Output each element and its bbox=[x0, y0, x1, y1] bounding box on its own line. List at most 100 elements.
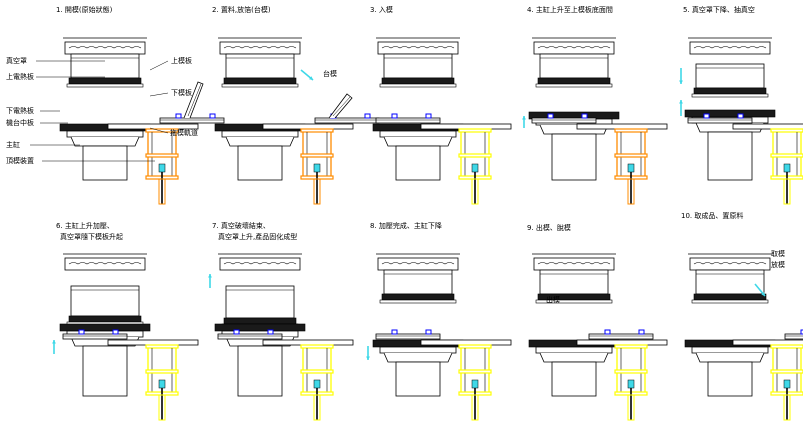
ejector-top-plate bbox=[770, 128, 803, 133]
step-3-caption: 3. 入模 bbox=[370, 6, 393, 14]
housing-wave bbox=[693, 46, 767, 49]
press-panel-6 bbox=[52, 253, 199, 421]
open-lid-inner bbox=[187, 83, 202, 117]
mold-set bbox=[375, 333, 441, 340]
ejector-cylinder bbox=[783, 163, 791, 173]
ejector-cylinder bbox=[627, 379, 635, 389]
ejector-guide bbox=[313, 178, 321, 205]
motion-arrow-1-head bbox=[309, 76, 313, 80]
table-center-plate bbox=[379, 130, 457, 138]
motion-arrow-1-head bbox=[208, 274, 212, 278]
ejector-top-plate bbox=[300, 128, 334, 133]
leader-upper-mold bbox=[149, 60, 169, 71]
vacuum-cover bbox=[539, 53, 609, 79]
upper-heating-plate bbox=[223, 317, 297, 325]
mold-set bbox=[375, 117, 441, 124]
main-cylinder bbox=[707, 131, 753, 181]
ejector-guide bbox=[471, 178, 479, 205]
vacuum-cover bbox=[695, 63, 765, 89]
tray-rail bbox=[262, 123, 354, 130]
ejector-cylinder bbox=[158, 379, 166, 389]
press-panel-4 bbox=[522, 37, 668, 205]
ejector-mid-plate bbox=[145, 369, 179, 374]
main-cylinder bbox=[551, 361, 597, 397]
upper-heating-plate-base bbox=[535, 299, 613, 304]
main-cylinder bbox=[395, 145, 441, 181]
ejector-top-plate bbox=[300, 344, 334, 349]
main-cylinder bbox=[395, 361, 441, 397]
upper-heating-plate-base bbox=[379, 83, 457, 88]
tray-rail bbox=[732, 123, 803, 130]
mold-clamp-left bbox=[391, 329, 398, 335]
ejector-mid-plate bbox=[300, 153, 334, 158]
mold-set bbox=[159, 117, 225, 124]
housing-wave bbox=[537, 262, 611, 265]
vacuum-cover bbox=[225, 53, 295, 79]
step-1-caption: 1. 開模(原始狀態) bbox=[56, 6, 113, 14]
press-panel-8 bbox=[366, 253, 512, 421]
mold-clamp-left bbox=[800, 329, 803, 335]
ejector-guide bbox=[783, 394, 791, 421]
vacuum-cover bbox=[70, 53, 140, 79]
mold-set bbox=[687, 117, 753, 124]
label-main-cylinder: 主缸 bbox=[6, 141, 20, 149]
step-6-caption: 6. 主缸上升加壓、 bbox=[56, 222, 114, 230]
label-tray-rail: 拖模軌道 bbox=[170, 129, 198, 137]
motion-arrow-2-head bbox=[679, 100, 683, 104]
ejector-top-plate bbox=[145, 128, 179, 133]
upper-heating-plate-base bbox=[691, 299, 769, 304]
mold-clamp-left bbox=[391, 113, 398, 119]
label-upper-heating-plate: 上電熱板 bbox=[6, 73, 34, 81]
label-lower-mold: 下模板 bbox=[171, 89, 192, 97]
step-7-caption-line2: 真空罩上升,產品固化成型 bbox=[218, 233, 298, 241]
tray-rail bbox=[576, 339, 668, 346]
vacuum-cover bbox=[383, 53, 453, 79]
ejector-cylinder bbox=[783, 379, 791, 389]
mold-set bbox=[784, 333, 803, 340]
leader-tray-rail bbox=[149, 127, 169, 134]
press-panel-5 bbox=[679, 37, 803, 205]
main-cylinder-top bbox=[539, 352, 609, 363]
leader-lower-mold bbox=[149, 92, 169, 97]
mold-set bbox=[314, 117, 380, 124]
upper-heating-plate bbox=[381, 77, 455, 85]
step-6-caption-line2: 真空罩隨下模板升起 bbox=[60, 233, 123, 241]
vacuum-cover bbox=[695, 269, 765, 295]
upper-heating-plate-base bbox=[691, 93, 769, 98]
press-panel-2 bbox=[214, 37, 380, 205]
label-lower-heating-plate: 下電熱板 bbox=[6, 107, 34, 115]
housing-wave bbox=[68, 262, 142, 265]
ejector-top-plate bbox=[614, 128, 648, 133]
upper-heating-plate bbox=[68, 77, 142, 85]
main-cylinder-top bbox=[695, 352, 765, 363]
ejector-cylinder bbox=[471, 379, 479, 389]
upper-heating-plate bbox=[223, 77, 297, 85]
tilted-lid-inner bbox=[332, 96, 351, 117]
main-cylinder-top bbox=[383, 352, 453, 363]
table-center-plate bbox=[691, 346, 769, 354]
label-ejector-device: 頂模裝置 bbox=[6, 157, 34, 165]
step-9-caption: 9. 出模、脫模 bbox=[527, 224, 571, 232]
ejector-top-plate bbox=[458, 344, 492, 349]
tray-rail bbox=[107, 339, 199, 346]
ejector-mid-plate bbox=[145, 153, 179, 158]
mold-clamp-right bbox=[425, 113, 432, 119]
label-open-tray: 台模 bbox=[323, 70, 337, 78]
housing-wave bbox=[381, 262, 455, 265]
label-exit-mold: 出模 bbox=[546, 296, 560, 304]
main-cylinder bbox=[551, 133, 597, 181]
ejector-top-plate bbox=[770, 344, 803, 349]
ejector-guide bbox=[158, 394, 166, 421]
vacuum-cover bbox=[70, 285, 140, 317]
mold-clamp-right bbox=[581, 113, 588, 119]
ejector-guide bbox=[471, 394, 479, 421]
mold-set bbox=[531, 117, 597, 124]
ejector-cylinder bbox=[471, 163, 479, 173]
table-center-plate bbox=[221, 130, 299, 138]
press-panel-9 bbox=[528, 253, 668, 421]
mold-clamp-right bbox=[737, 113, 744, 119]
label-vacuum-cover: 真空罩 bbox=[6, 57, 27, 65]
upper-heating-plate-base bbox=[221, 83, 299, 88]
housing-wave bbox=[223, 46, 297, 49]
